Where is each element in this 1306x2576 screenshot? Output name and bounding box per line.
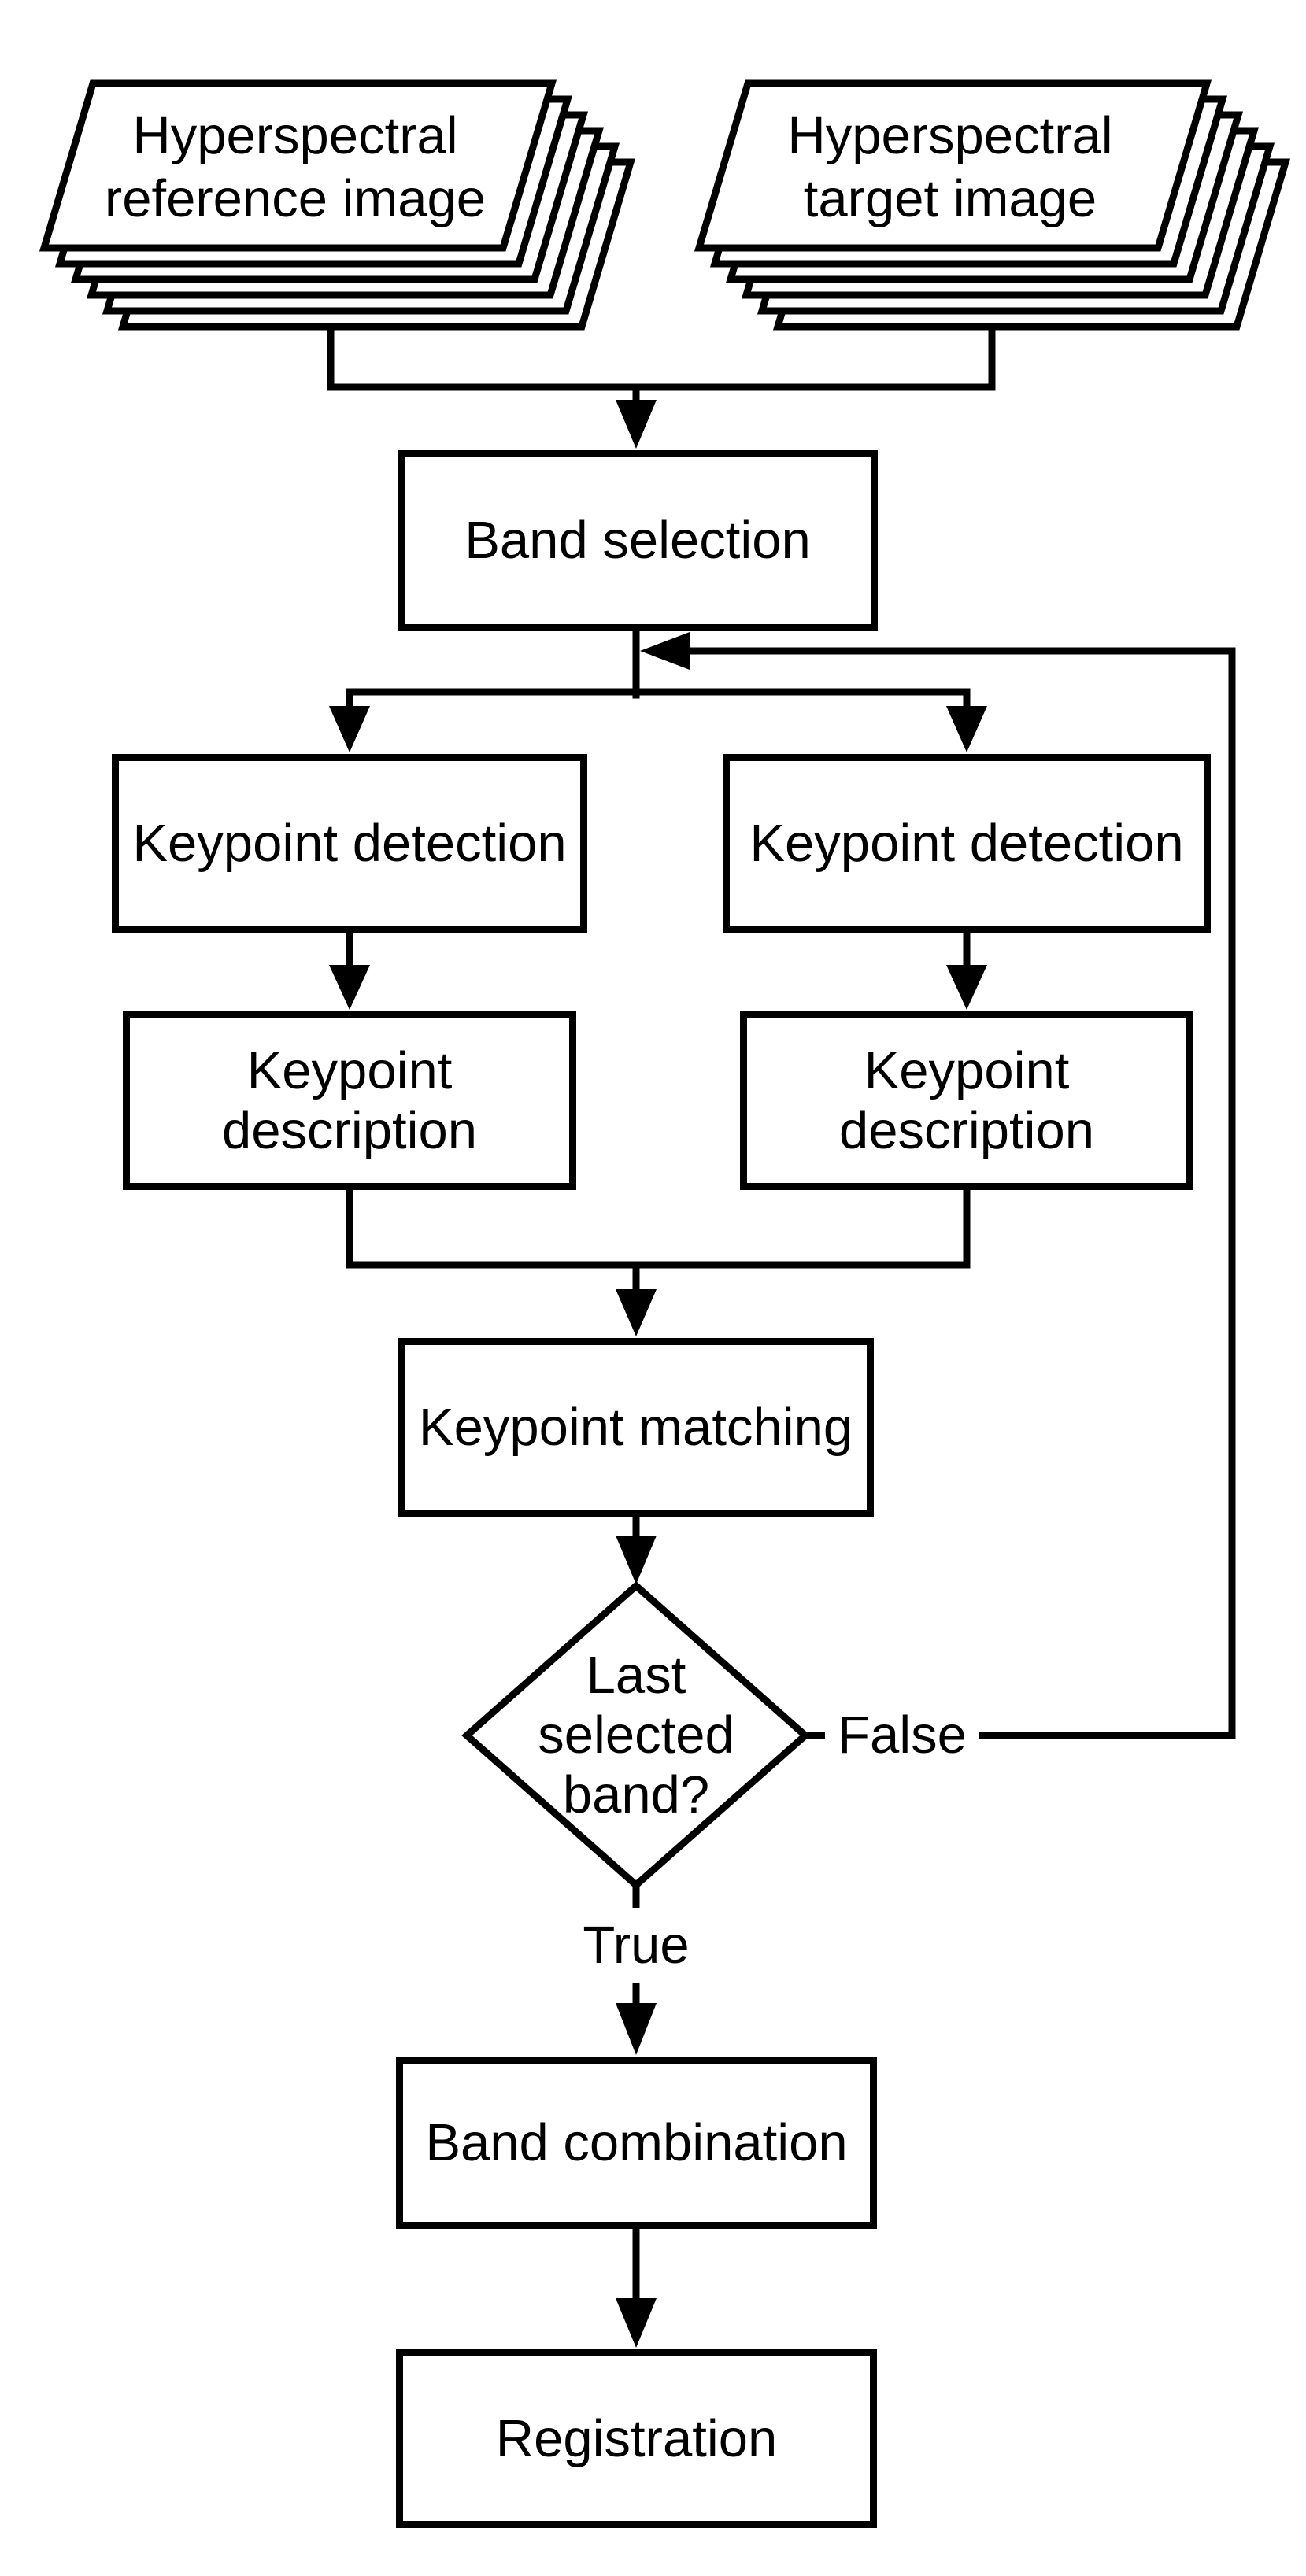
- node-registration-label: Registration: [495, 2408, 778, 2468]
- node-keypoint-description-left-label: Keypoint description: [221, 1040, 477, 1160]
- node-keypoint-matching: Keypoint matching: [398, 1338, 874, 1517]
- arrowhead-group: [329, 400, 987, 2348]
- node-keypoint-matching-label: Keypoint matching: [418, 1397, 853, 1457]
- connector-group: [327, 320, 1236, 2304]
- node-band-selection-label: Band selection: [464, 511, 811, 570]
- edge-label-false-text: False: [838, 1706, 967, 1765]
- edge-label-true: True: [573, 1908, 699, 1983]
- target-stack-label: Hyperspectral target image: [787, 105, 1113, 228]
- node-keypoint-description-left: Keypoint description: [123, 1011, 576, 1190]
- node-band-combination-label: Band combination: [425, 2112, 848, 2172]
- arrowhead-into-detection-left: [329, 706, 370, 752]
- node-decision-label-box: Last selected band?: [467, 1641, 805, 1830]
- stack-card-front: [39, 79, 557, 252]
- arrowhead-into-description-right: [946, 965, 987, 1010]
- decision-diamond: [461, 1580, 811, 1890]
- node-keypoint-description-right-label: Keypoint description: [838, 1040, 1094, 1160]
- node-registration: Registration: [396, 2349, 877, 2528]
- node-keypoint-detection-left-label: Keypoint detection: [132, 813, 567, 873]
- arrowhead-into-description-left: [329, 965, 370, 1010]
- node-reference-stack-label-box: Hyperspectral reference image: [79, 87, 512, 248]
- edge-label-false: False: [825, 1698, 979, 1773]
- arrowhead-into-combination: [616, 2003, 657, 2055]
- arrowhead-into-band-selection: [616, 400, 657, 449]
- node-target-stack-label-box: Hyperspectral target image: [734, 87, 1167, 248]
- reference-image-stack: [39, 79, 636, 331]
- node-decision-label: Last selected band?: [538, 1646, 734, 1824]
- arrowhead-feedback-left: [640, 632, 690, 670]
- stack-card-front: [694, 79, 1212, 252]
- node-band-combination: Band combination: [396, 2057, 877, 2229]
- target-image-stack: [694, 79, 1291, 331]
- arrowhead-into-decision: [616, 1536, 657, 1584]
- edge-label-true-text: True: [583, 1916, 690, 1975]
- node-band-selection: Band selection: [398, 450, 878, 631]
- node-keypoint-description-right: Keypoint description: [740, 1011, 1193, 1190]
- connector-false-feedback-loop: [686, 647, 1236, 1739]
- arrowhead-into-registration: [616, 2298, 657, 2348]
- node-keypoint-detection-right-label: Keypoint detection: [749, 813, 1184, 873]
- node-keypoint-detection-right: Keypoint detection: [723, 754, 1211, 933]
- arrowhead-into-detection-right: [946, 706, 987, 752]
- node-keypoint-detection-left: Keypoint detection: [112, 754, 587, 933]
- arrowhead-into-matching: [616, 1289, 657, 1336]
- reference-stack-label: Hyperspectral reference image: [104, 105, 487, 228]
